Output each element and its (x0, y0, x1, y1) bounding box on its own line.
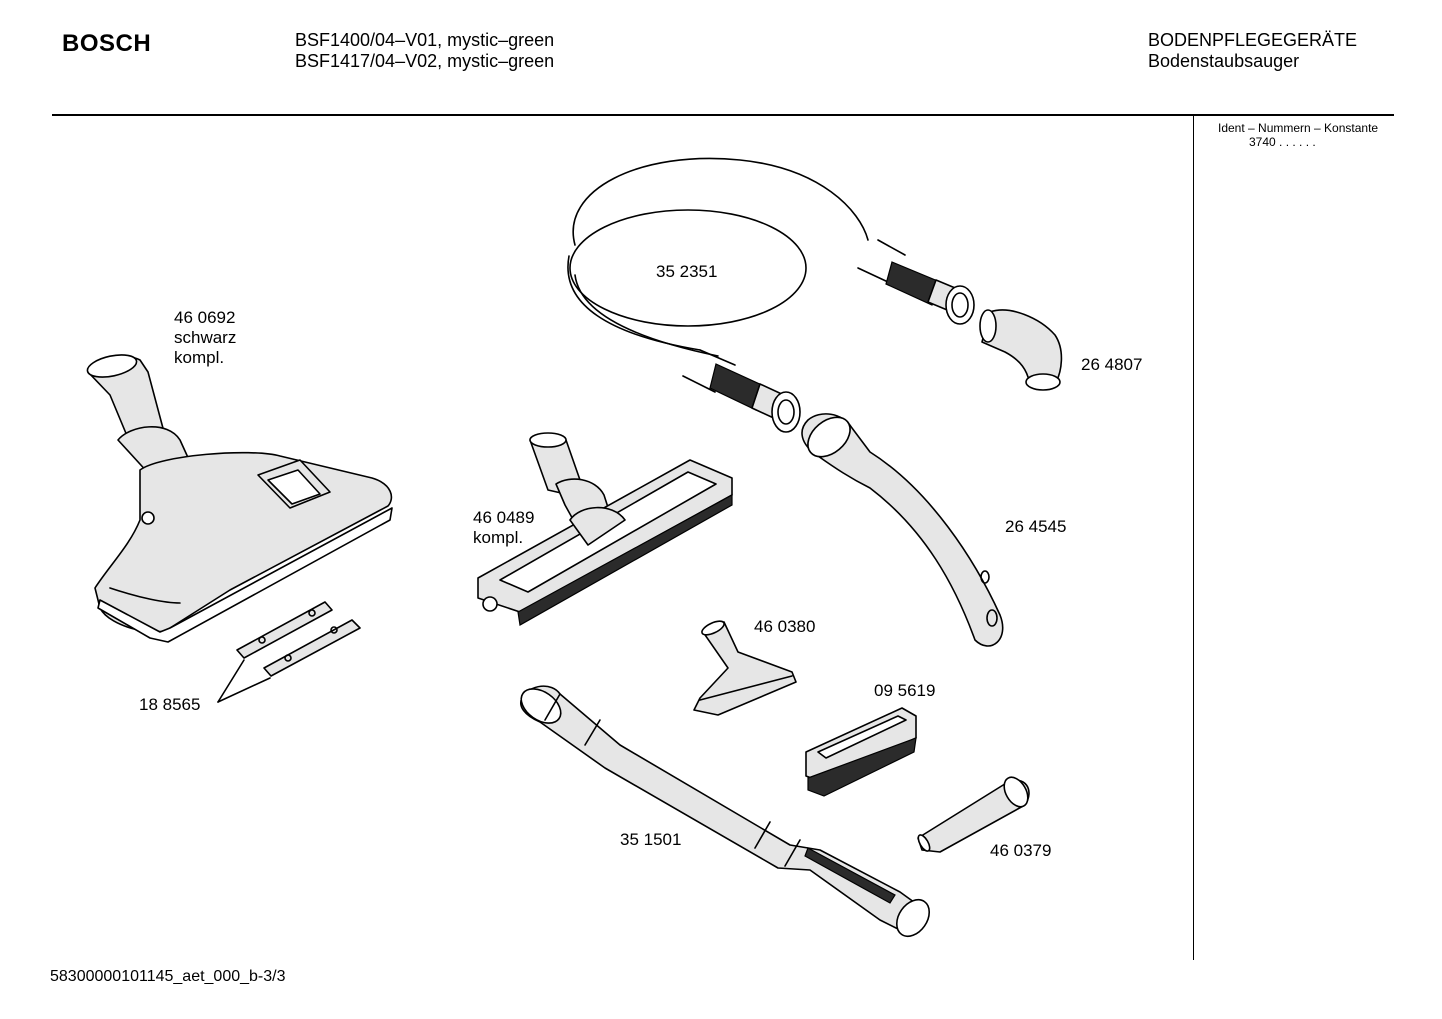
ident-block: Ident – Nummern – Konstante 3740 . . . .… (1218, 121, 1378, 149)
document-id: 58300000101145_aet_000_b-3/3 (50, 968, 286, 985)
label-strips: 18 8565 (139, 695, 201, 714)
crevice-nozzle-drawing (917, 776, 1030, 853)
handle-tube-drawing (801, 413, 1004, 647)
elbow-drawing (979, 309, 1063, 391)
model-line-2: BSF1417/04–V02, mystic–green (295, 51, 555, 71)
header-divider (52, 114, 1394, 116)
model-line-1: BSF1400/04–V01, mystic–green (295, 30, 555, 50)
brand-logo: BOSCH (62, 30, 152, 57)
label-upholstery-nozzle: 46 0380 (754, 617, 816, 636)
label-floor-nozzle-note: kompl. (174, 348, 225, 367)
label-parquet-nozzle-number: 46 0489 (473, 508, 535, 527)
floor-nozzle-drawing (86, 354, 393, 643)
label-parquet-nozzle: 46 0489 kompl. (473, 508, 534, 548)
upholstery-nozzle-drawing (693, 620, 797, 716)
label-brush: 09 5619 (874, 681, 936, 700)
label-telescopic-tube: 35 1501 (620, 830, 682, 849)
label-crevice-nozzle: 46 0379 (990, 841, 1052, 860)
label-handle-tube: 26 4545 (1005, 517, 1067, 536)
label-floor-nozzle: 46 0692 schwarz kompl. (174, 308, 236, 368)
brush-drawing (805, 707, 917, 797)
label-floor-nozzle-number: 46 0692 (174, 308, 236, 327)
label-floor-nozzle-color: schwarz (174, 328, 237, 347)
model-list: BSF1400/04–V01, mystic–green BSF1417/04–… (295, 30, 554, 72)
parquet-nozzle-drawing (477, 432, 733, 626)
category-block: BODENPFLEGEGERÄTE Bodenstaubsauger (1148, 30, 1357, 72)
category-title: BODENPFLEGEGERÄTE (1148, 30, 1358, 50)
strips-drawing (217, 601, 361, 703)
category-subtitle: Bodenstaubsauger (1148, 51, 1300, 71)
sidebar-divider (1193, 116, 1194, 960)
label-hose: 35 2351 (656, 262, 718, 281)
ident-title: Ident – Nummern – Konstante (1218, 121, 1379, 135)
hose-drawing (567, 157, 975, 433)
telescopic-tube-drawing (520, 685, 931, 938)
ident-value: 3740 . . . . . . (1249, 135, 1316, 149)
label-parquet-nozzle-note: kompl. (473, 528, 524, 547)
label-elbow: 26 4807 (1081, 355, 1143, 374)
